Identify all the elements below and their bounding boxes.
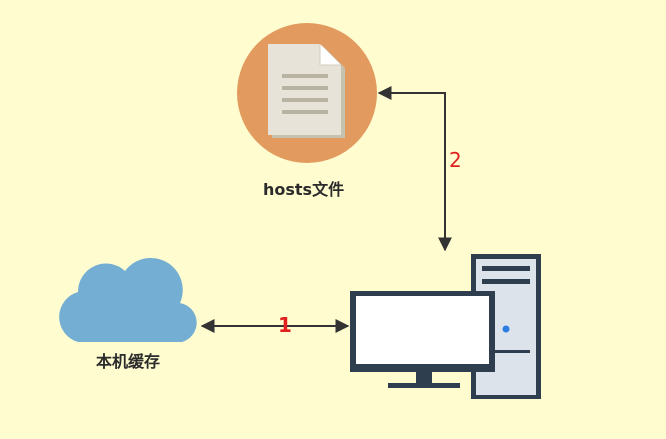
computer-node[interactable] bbox=[350, 254, 541, 399]
document-icon bbox=[268, 44, 345, 138]
local-cache-node[interactable] bbox=[59, 257, 197, 342]
hosts-file-label: hosts文件 bbox=[263, 180, 345, 199]
step-2-label: 2 bbox=[449, 148, 462, 172]
cloud-icon bbox=[59, 257, 197, 342]
step-1-label: 1 bbox=[278, 313, 292, 337]
edge-step-2-line bbox=[377, 86, 452, 252]
hosts-file-node[interactable] bbox=[237, 23, 377, 163]
local-cache-label: 本机缓存 bbox=[96, 352, 161, 371]
computer-icon bbox=[350, 254, 541, 399]
